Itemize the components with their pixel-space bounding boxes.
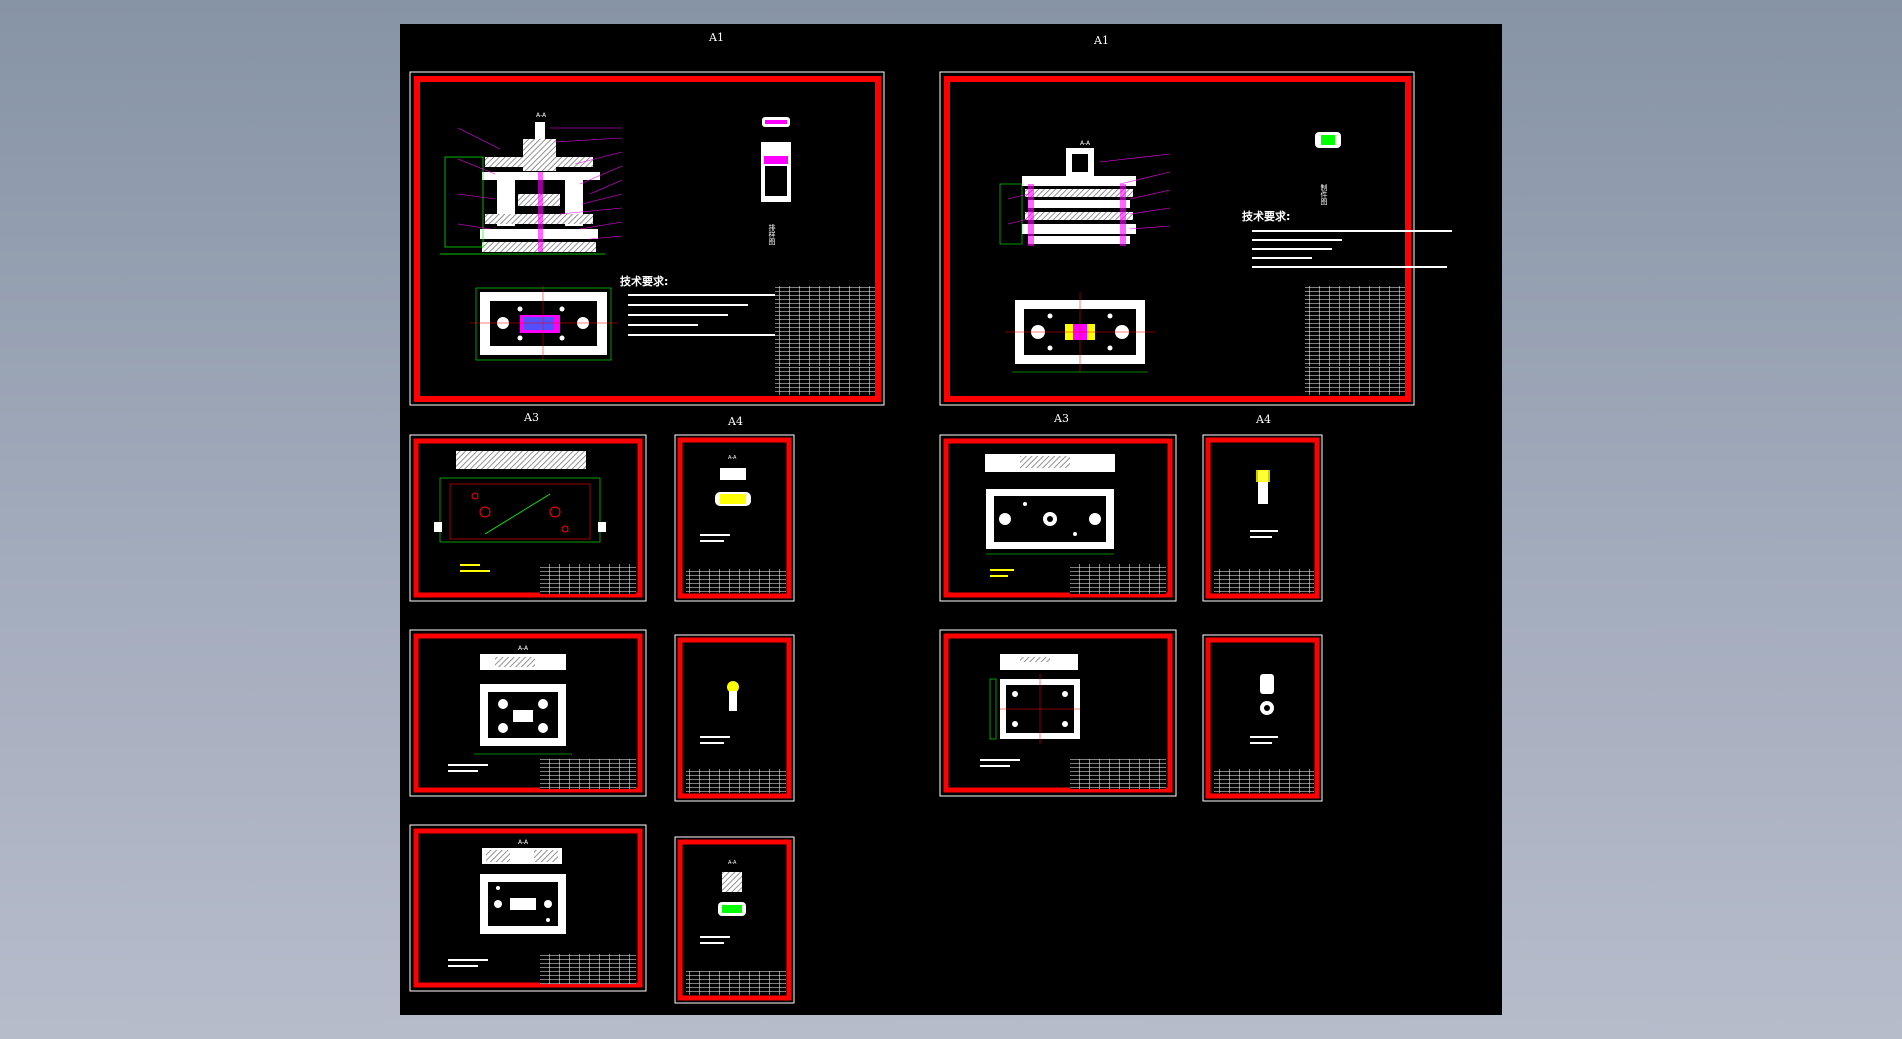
tech-requirements: 技术要求:	[1242, 209, 1452, 268]
title-block	[686, 569, 786, 593]
sheet-size-label: A1	[708, 31, 724, 44]
assembly-section-view: A-A	[999, 140, 1136, 246]
part-section-view	[456, 451, 586, 469]
svg-text:制件图: 制件图	[1320, 183, 1328, 206]
svg-text:技术要求:: 技术要求:	[620, 274, 668, 288]
title-block	[540, 564, 636, 594]
title-block	[1214, 769, 1314, 793]
sheet-a4-right-1[interactable]: A4	[1202, 413, 1323, 602]
balloon-leaders	[1007, 153, 1171, 230]
title-block	[686, 769, 786, 793]
balloon-leaders	[457, 127, 623, 240]
svg-text:A-A: A-A	[536, 112, 547, 119]
sheet-a3-left-2[interactable]: A-A	[409, 629, 647, 797]
sheet-a4-left-2[interactable]	[674, 634, 795, 802]
title-block	[540, 954, 636, 984]
sheet-a1-left[interactable]: A1 A-A	[409, 31, 885, 406]
svg-text:技术要求:: 技术要求:	[1242, 209, 1290, 223]
title-block	[1305, 367, 1405, 395]
title-block	[1070, 759, 1166, 789]
title-block	[540, 759, 636, 789]
sheet-a3-right-2[interactable]	[939, 629, 1177, 797]
sheet-size-label: A4	[1255, 413, 1271, 426]
assembly-section-view: A-A	[440, 112, 605, 255]
title-block	[1070, 564, 1166, 594]
sheet-a4-left-1[interactable]: A4 A-A	[674, 415, 795, 602]
sheet-size-label: A1	[1093, 34, 1109, 47]
sheet-size-label: A4	[727, 415, 743, 428]
sheet-a3-left-1[interactable]: A3	[409, 411, 647, 602]
parts-list-table	[1305, 286, 1405, 366]
sheet-a4-left-3[interactable]: A-A	[674, 836, 795, 1004]
title-block	[1214, 569, 1314, 593]
svg-text:A-A: A-A	[728, 455, 737, 461]
sheet-size-label: A3	[1053, 412, 1069, 425]
assembly-plan-view	[470, 286, 618, 361]
svg-text:A-A: A-A	[518, 839, 529, 846]
tech-requirements: 技术要求:	[620, 274, 788, 336]
sheet-a3-right-1[interactable]: A3	[939, 412, 1177, 602]
sheet-a1-right[interactable]: A1 A-A	[939, 34, 1452, 406]
svg-text:排样图: 排样图	[768, 223, 776, 246]
sheet-a4-right-2[interactable]	[1202, 634, 1323, 802]
sheet-size-label: A3	[523, 411, 539, 424]
title-block	[686, 971, 786, 995]
title-block	[775, 367, 875, 395]
svg-text:A-A: A-A	[1080, 140, 1091, 147]
sheet-a3-left-3[interactable]: A-A	[409, 824, 647, 992]
svg-text:A-A: A-A	[518, 645, 529, 652]
assembly-plan-view	[1005, 292, 1155, 373]
strip-layout-view: 排样图	[761, 117, 791, 246]
cad-drawing-canvas[interactable]: A1 A-A	[400, 24, 1502, 1015]
svg-text:A-A: A-A	[728, 860, 737, 866]
part-drawing-view: 制件图	[1315, 132, 1341, 206]
parts-list-table	[775, 286, 875, 366]
